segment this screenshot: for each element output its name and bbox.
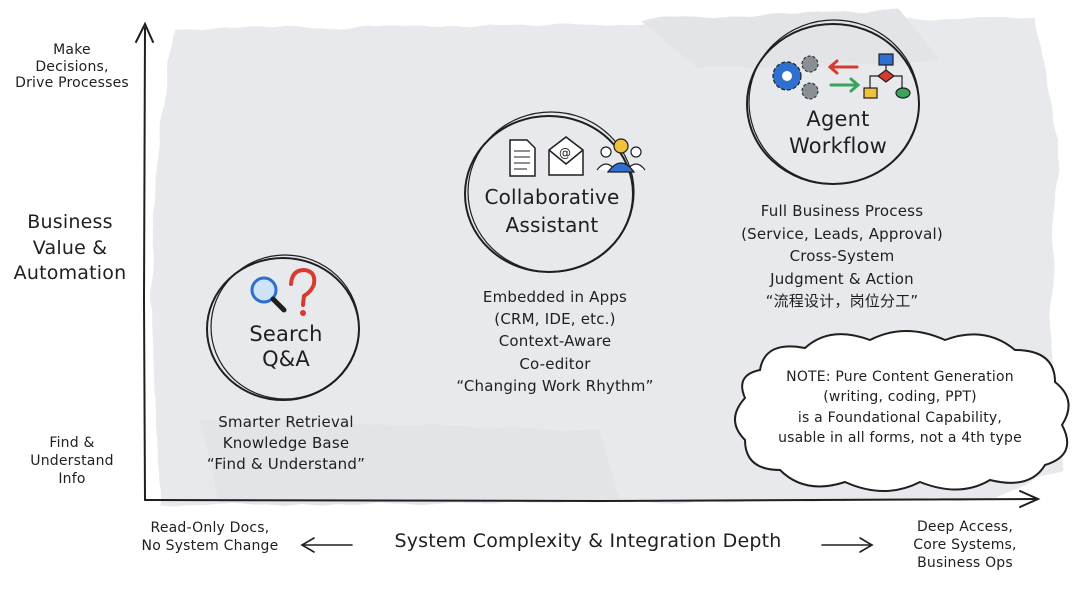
search-qa-title: Search Q&A bbox=[249, 322, 323, 372]
document-icon bbox=[509, 139, 536, 177]
svg-text:@: @ bbox=[559, 146, 571, 160]
envelope-icon: @ bbox=[548, 136, 584, 176]
note-text: NOTE: Pure Content Generation (writing, … bbox=[778, 369, 1022, 446]
gears-icon bbox=[772, 55, 819, 100]
x-axis-title: System Complexity & Integration Depth bbox=[394, 530, 782, 552]
search-qa-description: Smarter Retrieval Knowledge Base “Find &… bbox=[206, 413, 366, 473]
question-mark-icon bbox=[289, 267, 317, 316]
y-axis-title: Business Value & Automation bbox=[13, 211, 127, 285]
y-axis-top-label: Make Decisions, Drive Processes bbox=[15, 42, 129, 92]
arrows-icon bbox=[827, 59, 861, 93]
magnifier-icon bbox=[250, 276, 287, 313]
y-axis bbox=[135, 21, 154, 501]
agent-description: Full Business Process (Service, Leads, A… bbox=[741, 202, 943, 310]
x-axis bbox=[144, 490, 1041, 508]
assistant-circle bbox=[464, 111, 635, 273]
search-qa-circle bbox=[206, 254, 360, 401]
assistant-description: Embedded in Apps (CRM, IDE, etc.) Contex… bbox=[456, 288, 654, 395]
y-axis-bottom-label: Find & Understand Info bbox=[30, 435, 114, 488]
agent-title: Agent Workflow bbox=[788, 107, 888, 159]
x-title-left-arrow bbox=[300, 537, 353, 553]
assistant-title: Collaborative Assistant bbox=[484, 185, 620, 237]
x-title-right-arrow bbox=[821, 537, 874, 553]
flowchart-icon bbox=[863, 53, 911, 99]
people-icon bbox=[596, 138, 646, 173]
x-axis-left-label: Read-Only Docs, No System Change bbox=[141, 520, 279, 555]
agent-circle bbox=[746, 19, 920, 185]
note-cloud bbox=[734, 330, 1070, 492]
x-axis-right-label: Deep Access, Core Systems, Business Ops bbox=[913, 519, 1017, 572]
